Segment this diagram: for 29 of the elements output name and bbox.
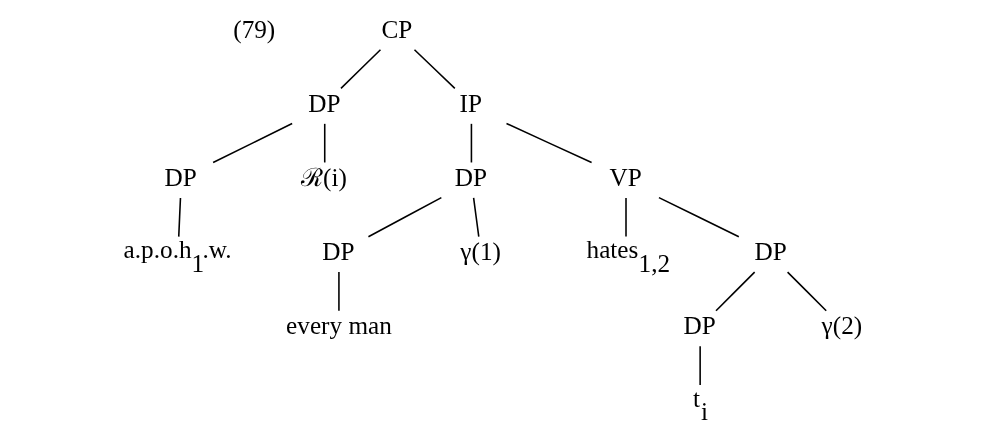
connector (714, 271, 755, 312)
node-text: CP (381, 15, 412, 43)
node-text: DP (754, 238, 787, 266)
node-text: DP (454, 163, 487, 191)
connector (177, 197, 181, 238)
connector (505, 122, 592, 164)
connector (657, 196, 740, 238)
connector (339, 48, 381, 90)
connector (367, 196, 442, 238)
connector (472, 197, 480, 238)
node-text: ℛ(i) (300, 163, 347, 191)
node-text: DP (321, 238, 355, 266)
node-text: DP (164, 163, 197, 191)
connector (323, 123, 326, 164)
node-text: IP (459, 89, 482, 117)
label: (79) (232, 15, 275, 43)
connector (698, 345, 701, 386)
connector (413, 48, 456, 90)
connector (337, 271, 340, 312)
connector (624, 197, 627, 238)
connector (786, 271, 827, 312)
node-text: every man (285, 312, 392, 340)
node-text: γ(1) (459, 238, 501, 266)
node-text: DP (683, 312, 716, 340)
connector (470, 123, 472, 164)
node-text: γ(2) (821, 312, 862, 340)
node-text: VP (608, 163, 642, 191)
connector (211, 122, 293, 164)
node-text: DP (307, 89, 340, 117)
